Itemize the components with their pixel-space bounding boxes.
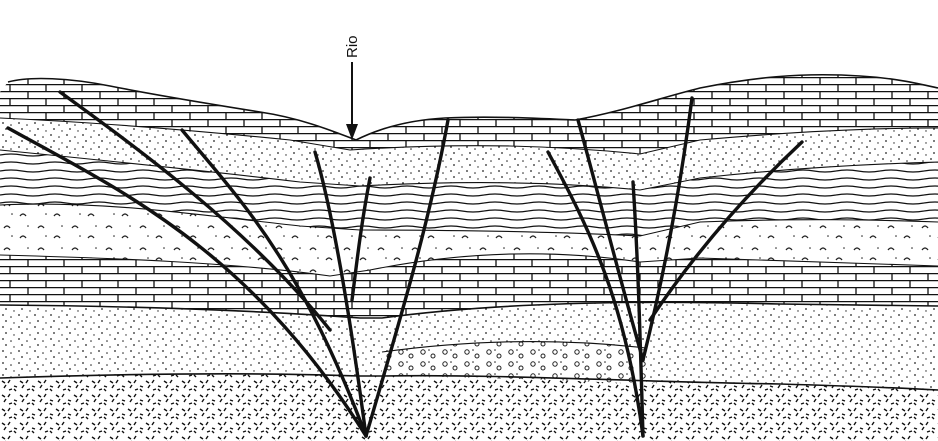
river-marker: Rio — [344, 35, 361, 140]
river-label: Rio — [344, 35, 361, 58]
